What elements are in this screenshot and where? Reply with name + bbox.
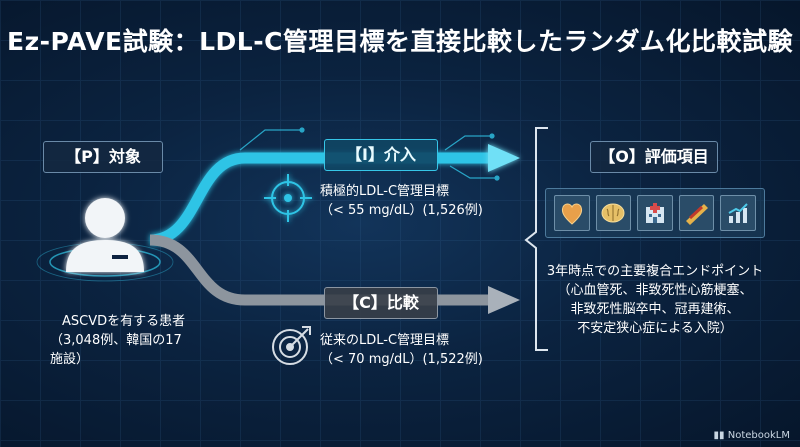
intervention-description: 積極的LDL-C管理目標 （< 55 mg/dL）(1,526例) <box>320 182 483 220</box>
notebooklm-logo-icon: ▮▮ <box>713 430 725 441</box>
comparison-line2: （< 70 mg/dL）(1,522例) <box>320 352 483 367</box>
outcome-icon-strip <box>545 188 765 238</box>
blood-vessel-icon <box>678 195 715 231</box>
notebooklm-watermark: ▮▮ NotebookLM <box>714 430 790 441</box>
brain-icon <box>595 195 632 231</box>
comparison-line1: 従来のLDL-C管理目標 <box>320 333 450 348</box>
comparison-label: 【C】比較 <box>324 287 438 319</box>
chart-icon <box>720 195 756 231</box>
intervention-arrowhead <box>488 144 520 172</box>
intervention-line1: 積極的LDL-C管理目標 <box>320 184 450 199</box>
heart-icon <box>554 195 590 231</box>
outcome-line4: 不安定狭心症による入院） <box>577 321 733 336</box>
outcome-line1: 3年時点での主要複合エンドポイント <box>546 264 764 279</box>
intervention-label: 【I】介入 <box>324 139 438 171</box>
intervention-arrow <box>149 152 490 246</box>
circuit-lines <box>239 127 500 181</box>
outcome-line2: （心血管死、非致死性心筋梗塞、 <box>557 283 753 298</box>
page-title: Ez-PAVE試験：LDL-C管理目標を直接比較したランダム化比較試験 <box>7 27 793 56</box>
population-desc-line2: （3,048例、韓国の17施設） <box>50 333 182 367</box>
outcome-line3: 非致死性脳卒中、冠再建術、 <box>570 302 740 317</box>
target-arrow-icon <box>272 326 311 365</box>
patient-icon <box>66 198 144 272</box>
population-description: ASCVDを有する患者 （3,048例、韓国の17施設） <box>50 312 190 369</box>
outcome-description: 3年時点での主要複合エンドポイント （心血管死、非致死性心筋梗塞、 非致死性脳卒… <box>545 262 765 338</box>
population-desc-line1: ASCVDを有する患者 <box>62 314 186 329</box>
watermark-text: NotebookLM <box>727 430 790 441</box>
target-crosshair-icon <box>264 174 312 222</box>
outcome-label: 【O】評価項目 <box>590 141 718 173</box>
outcome-bracket <box>524 127 548 351</box>
comparison-arrowhead <box>488 286 520 314</box>
population-label: 【P】対象 <box>43 141 163 173</box>
comparison-description: 従来のLDL-C管理目標 （< 70 mg/dL）(1,522例) <box>320 331 483 369</box>
intervention-line2: （< 55 mg/dL）(1,526例) <box>320 203 483 218</box>
comparison-arrow <box>149 234 490 306</box>
hospital-icon <box>637 195 673 231</box>
